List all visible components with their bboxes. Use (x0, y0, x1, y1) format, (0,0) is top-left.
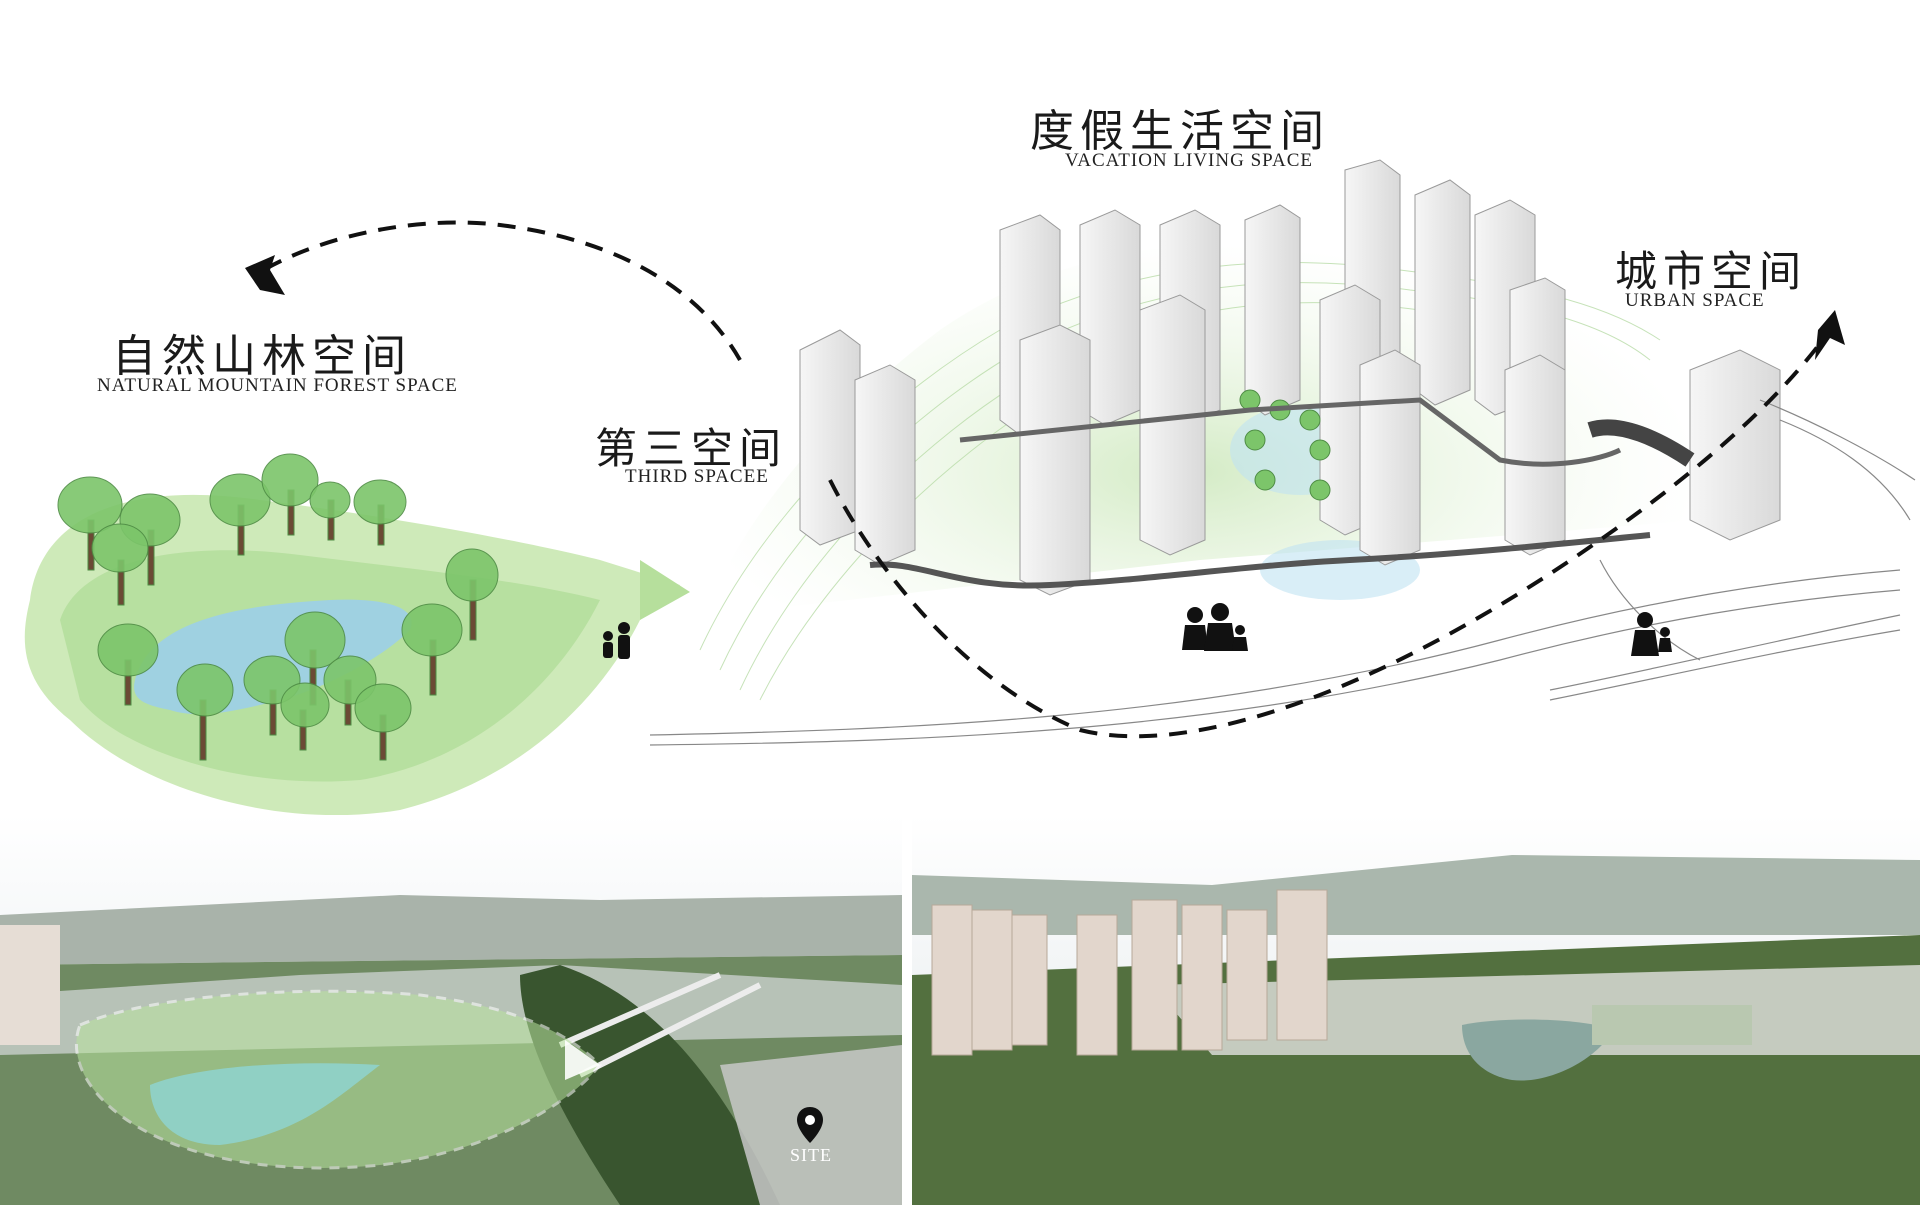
natural-title-zh: 自然山林空间 (112, 331, 412, 382)
tree-icon (445, 548, 499, 641)
tree-icon (354, 683, 412, 761)
tree-icon (401, 603, 463, 696)
vacation-title-en: Vacation Living Space (1065, 150, 1313, 171)
urban-title-en: Urban Space (1625, 290, 1765, 311)
arrow-head-left-icon (245, 255, 285, 295)
natural-forest-illustration (24, 453, 690, 816)
tree-icon (176, 663, 234, 761)
vacation-complex-illustration (649, 159, 1916, 746)
tree-icon (97, 623, 159, 706)
third-title-zh: 第三空间 (595, 424, 788, 473)
arrow-head-right-icon (1815, 310, 1845, 360)
aerial-photo-left: SITE (0, 815, 902, 1205)
pedestrian-family-icon (1182, 603, 1248, 651)
tree-icon (91, 523, 149, 606)
tree-icon (309, 481, 351, 541)
tree-icon (353, 479, 407, 546)
tree-icon (57, 476, 123, 571)
pedestrian-couple-icon (603, 622, 630, 659)
natural-title-en: Natural Mountain Forest Space (97, 375, 458, 396)
urban-title-zh: 城市空间 (1615, 247, 1808, 296)
tree-icon (209, 473, 271, 556)
site-label: SITE (790, 1145, 832, 1165)
tree-icon (261, 453, 319, 536)
pedestrian-child-icon (1631, 612, 1672, 656)
walkway-path (869, 532, 1651, 589)
location-pin-icon (797, 1107, 823, 1143)
tree-icon (280, 682, 330, 751)
third-title-en: Third Spacee (625, 466, 769, 487)
aerial-photo-right (912, 815, 1920, 1205)
vacation-title-zh: 度假生活空间 (1030, 106, 1330, 157)
flow-arrow (253, 220, 1832, 739)
